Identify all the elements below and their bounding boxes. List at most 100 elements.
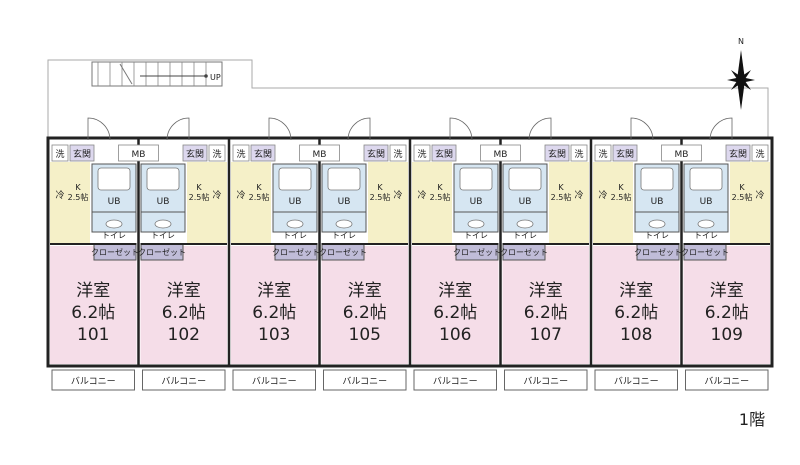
closet-label: クローゼット xyxy=(634,247,682,257)
unit-number: 101 xyxy=(77,325,109,345)
refrigerator-label: 冷 xyxy=(598,189,607,201)
room-fill xyxy=(321,246,408,364)
refrigerator-label: 冷 xyxy=(574,189,583,201)
unit-number: 108 xyxy=(620,325,652,345)
room-size-label: 6.2帖 xyxy=(433,303,477,323)
bath-label: UB xyxy=(108,197,121,207)
washer-box xyxy=(751,144,769,162)
washer-label: 洗 xyxy=(55,148,64,160)
entrance-fill xyxy=(431,144,457,162)
balcony xyxy=(413,369,497,391)
room-fill xyxy=(593,246,680,364)
entrance-door-swing xyxy=(528,117,552,141)
washer-box xyxy=(51,144,69,162)
kitchen-label: K xyxy=(377,183,383,192)
room-type-label: 洋室 xyxy=(529,281,563,301)
washer-label: 洗 xyxy=(598,148,607,160)
room-type-label: 洋室 xyxy=(257,281,291,301)
balconies-row: バルコニーバルコニーバルコニーバルコニーバルコニーバルコニーバルコニーバルコニー xyxy=(51,369,769,391)
closet-label: クローゼット xyxy=(500,247,548,257)
meter-box-label: MB xyxy=(132,150,146,160)
room-fill xyxy=(231,246,318,364)
refrigerator-label: 冷 xyxy=(236,189,245,201)
entrance-label: 玄関 xyxy=(616,148,634,160)
stair-frame xyxy=(91,61,223,87)
kitchen-label: K xyxy=(558,183,564,192)
kitchen-label: K xyxy=(75,183,81,192)
room-size-label: 6.2帖 xyxy=(524,303,568,323)
bath-label: UB xyxy=(700,197,713,207)
kitchen-size-label: 2.5帖 xyxy=(611,192,632,202)
kitchen-size-label: 2.5帖 xyxy=(732,192,753,202)
bathtub xyxy=(327,167,361,191)
room-size-label: 6.2帖 xyxy=(162,303,206,323)
washer-label: 洗 xyxy=(755,148,764,160)
toilet-label: トイレ xyxy=(283,231,307,240)
site-boundary-line xyxy=(47,59,769,138)
room-type-label: 洋室 xyxy=(167,281,201,301)
washer-box xyxy=(208,144,226,162)
entrance-fill xyxy=(612,144,638,162)
kitchen-size-label: 2.5帖 xyxy=(189,192,210,202)
kitchen-label: K xyxy=(196,183,202,192)
room-size-label: 6.2帖 xyxy=(343,303,387,323)
compass-needle-diag xyxy=(731,70,751,90)
refrigerator-label: 冷 xyxy=(755,189,764,201)
room-size-label: 6.2帖 xyxy=(614,303,658,323)
kitchen-fill xyxy=(231,162,271,244)
entrance-label: 玄関 xyxy=(548,148,566,160)
meter-box xyxy=(118,144,159,162)
entrance-label: 玄関 xyxy=(186,148,204,160)
closet-label: クローゼット xyxy=(681,247,729,257)
bath-label: UB xyxy=(338,197,351,207)
unit-number: 102 xyxy=(168,325,200,345)
kitchen-fill xyxy=(368,162,408,244)
entrance-label: 玄関 xyxy=(435,148,453,160)
kitchen-size-label: 2.5帖 xyxy=(430,192,451,202)
stairs: UP xyxy=(91,61,223,87)
bathtub xyxy=(689,167,723,191)
entrance-door-swing xyxy=(449,117,473,141)
closet-label: クローゼット xyxy=(272,247,320,257)
toilet-bowl xyxy=(697,219,715,229)
kitchen-size-label: 2.5帖 xyxy=(68,192,89,202)
bathtub xyxy=(508,167,542,191)
kitchen-size-label: 2.5帖 xyxy=(249,192,270,202)
meter-box xyxy=(661,144,702,162)
toilet-label: トイレ xyxy=(694,231,718,240)
kitchen-fill xyxy=(593,162,633,244)
washer-label: 洗 xyxy=(212,148,221,160)
room-type-label: 洋室 xyxy=(438,281,472,301)
bathtub xyxy=(278,167,312,191)
room-fill xyxy=(683,246,770,364)
meter-box-label: MB xyxy=(675,150,689,160)
toilet-label: トイレ xyxy=(332,231,356,240)
entrance-fill xyxy=(69,144,95,162)
toilet-label: トイレ xyxy=(513,231,537,240)
kitchen-label: K xyxy=(256,183,262,192)
toilet-bowl xyxy=(105,219,123,229)
washer-box xyxy=(594,144,612,162)
balcony xyxy=(685,369,769,391)
closet-label: クローゼット xyxy=(453,247,501,257)
entrance-label: 玄関 xyxy=(729,148,747,160)
refrigerator-label: 冷 xyxy=(55,189,64,201)
unit-number: 107 xyxy=(530,325,562,345)
entrance-fill xyxy=(544,144,570,162)
balcony xyxy=(232,369,316,391)
compass-north-label: N xyxy=(738,37,744,46)
entrance-fill xyxy=(182,144,208,162)
stairs-label: UP xyxy=(210,73,221,82)
balcony-label: バルコニー xyxy=(161,376,206,387)
entrance-fill xyxy=(250,144,276,162)
entrance-door-swing xyxy=(709,117,733,141)
meter-box-label: MB xyxy=(313,150,327,160)
bathtub xyxy=(640,167,674,191)
bath-label: UB xyxy=(157,197,170,207)
